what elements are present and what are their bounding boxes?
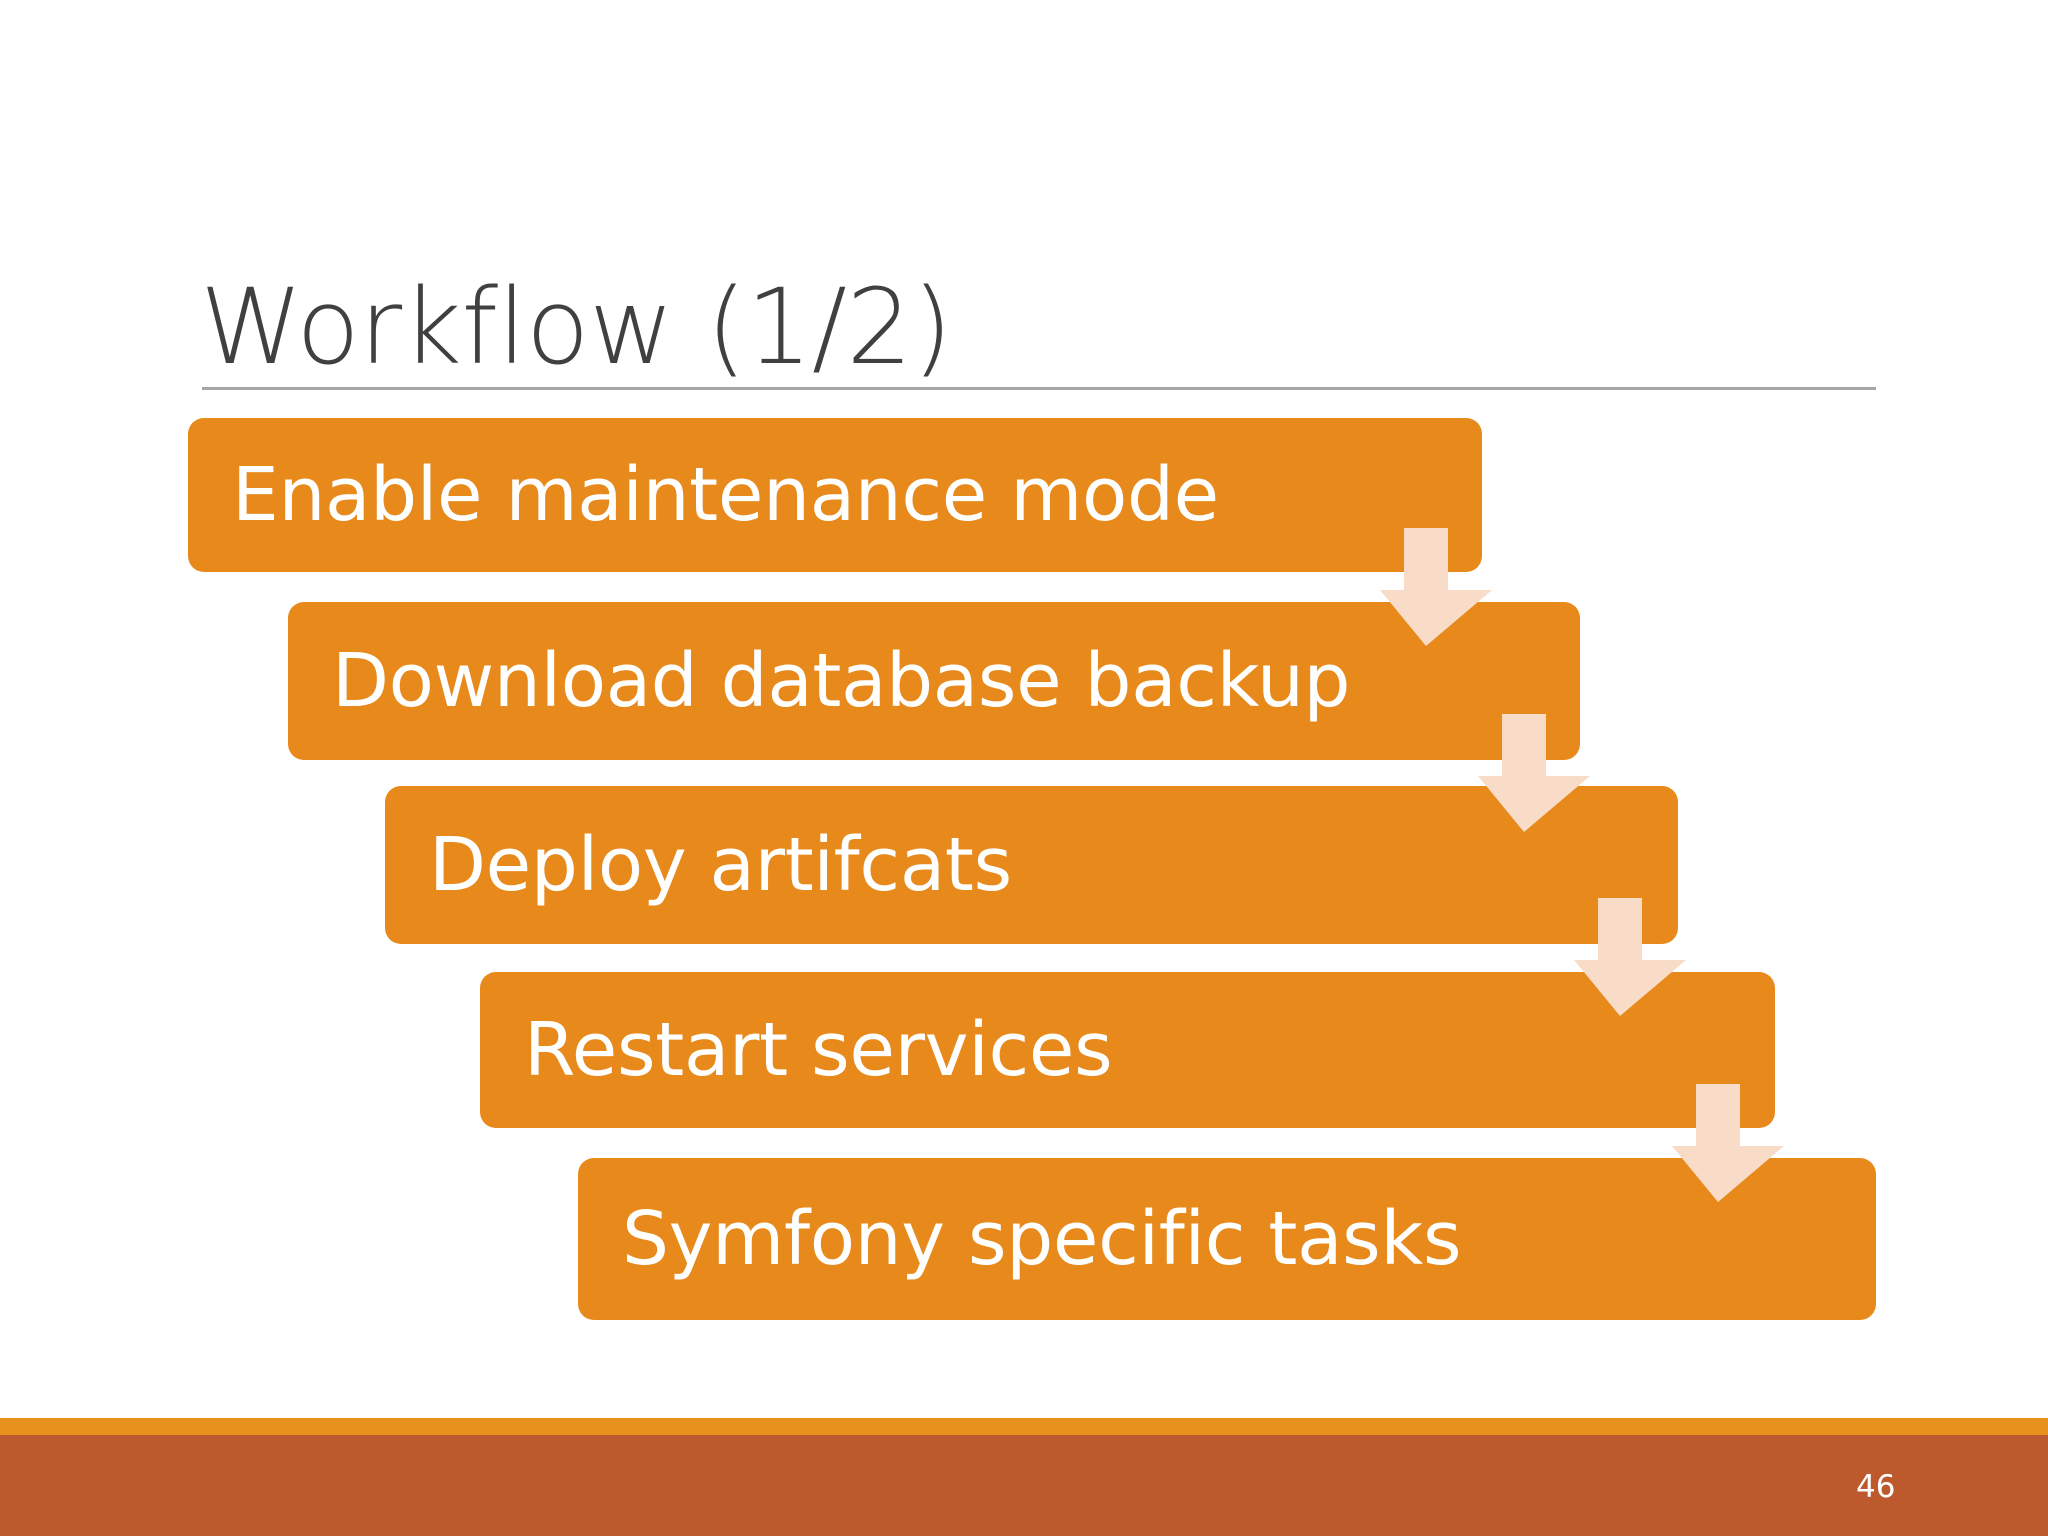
workflow-step-label: Deploy artifcats bbox=[429, 822, 1012, 908]
workflow-step-4[interactable]: Restart services bbox=[480, 972, 1775, 1128]
workflow-step-label: Symfony specific tasks bbox=[622, 1196, 1462, 1282]
workflow-step-label: Enable maintenance mode bbox=[232, 452, 1219, 538]
footer-accent-stripe bbox=[0, 1418, 2048, 1435]
workflow-step-5[interactable]: Symfony specific tasks bbox=[578, 1158, 1876, 1320]
page-title: Workflow (1/2) bbox=[200, 265, 953, 388]
footer-band bbox=[0, 1435, 2048, 1536]
workflow-step-2[interactable]: Download database backup bbox=[288, 602, 1580, 760]
workflow-step-label: Download database backup bbox=[332, 638, 1351, 724]
workflow-step-1[interactable]: Enable maintenance mode bbox=[188, 418, 1482, 572]
title-underline-rule bbox=[202, 387, 1876, 390]
workflow-step-3[interactable]: Deploy artifcats bbox=[385, 786, 1678, 944]
page-number: 46 bbox=[1856, 1469, 1896, 1505]
workflow-step-label: Restart services bbox=[524, 1007, 1113, 1093]
